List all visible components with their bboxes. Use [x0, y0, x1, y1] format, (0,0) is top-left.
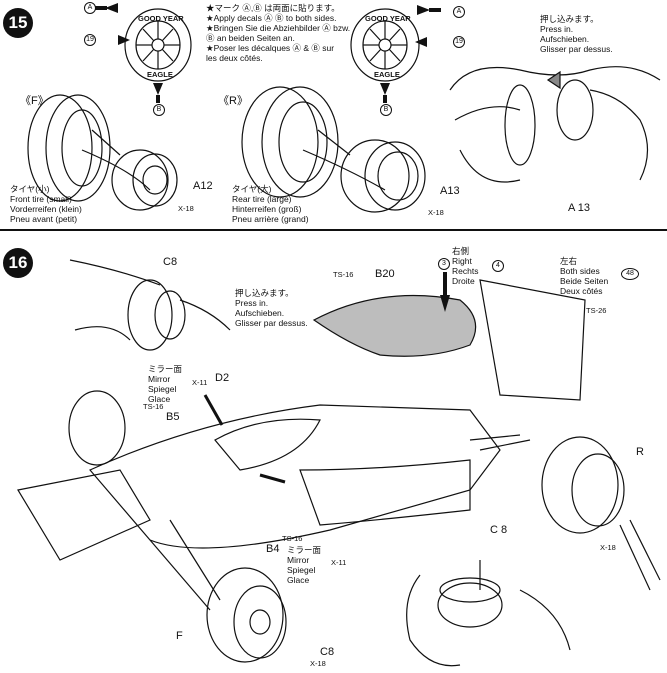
decal-19-marker-left: 19: [84, 34, 96, 46]
screw-x18-label-right: X-18: [600, 543, 616, 552]
tire-decal-view-right: [350, 8, 420, 82]
tire-eagle-left: EAGLE: [147, 70, 173, 79]
rear-tire-caption: タイヤ(大) Rear tire (large) Hinterreifen (g…: [232, 184, 309, 224]
part-c8-label-top: C8: [163, 256, 178, 268]
press-in-caption-16: 押し込みます。 Press in. Aufschieben. Glisser p…: [235, 288, 308, 328]
front-tire-assembly: [27, 94, 178, 211]
hand-press-illustration: [449, 66, 661, 183]
screw-x18-label-front: X-18: [178, 204, 194, 213]
screw-x18-label-rear: X-18: [428, 208, 444, 217]
step-15-badge: 15: [3, 8, 33, 38]
paint-ts26-label: TS-26: [586, 306, 607, 315]
paint-x11-label-bottom: X-11: [331, 558, 347, 567]
mirror-caption-bottom: ミラー面 Mirror Spiegel Glace: [287, 545, 322, 585]
part-a12-label: A12: [193, 180, 213, 192]
decal-instruction-de-2: Ⓑ an beiden Seiten an.: [206, 33, 295, 43]
ref-3-marker: 3: [438, 258, 450, 270]
part-b4-label: B4: [266, 543, 280, 555]
part-a13-label-inset: A 13: [568, 202, 591, 214]
front-wheel-f-label: F: [176, 630, 183, 642]
both-sides-caption: 左右 Both sides Beide Seiten Deux côtés: [560, 256, 609, 296]
ref-4-marker: 4: [492, 260, 504, 272]
step-16-badge: 16: [3, 248, 33, 278]
decal-19-marker-right: 19: [453, 36, 465, 48]
decal-a-marker-left: A: [84, 2, 96, 14]
part-b20-label: B20: [375, 268, 395, 280]
tire-brand-left: GOOD YEAR: [138, 14, 184, 23]
decal-instruction-jp: ★マーク Ⓐ,Ⓑ は両面に貼ります。: [206, 3, 340, 13]
decal-b-marker-right: B: [380, 104, 392, 116]
rear-tire-assembly: [241, 86, 426, 213]
rear-wheel-inset: [406, 519, 661, 667]
decal-a-marker-right: A: [453, 6, 465, 18]
part-a13-label: A13: [440, 185, 460, 197]
screw-x18-label-bottom: X-18: [310, 659, 326, 668]
paint-ts16-label-top: TS-16: [333, 270, 354, 279]
tire-decal-view-left: [124, 8, 192, 82]
part-d2-label: D2: [215, 372, 230, 384]
rear-wheel-r-label: R: [636, 446, 644, 458]
decal-b-marker-left: B: [153, 104, 165, 116]
press-in-caption-15: 押し込みます。 Press in. Aufschieben. Glisser p…: [540, 14, 613, 54]
paint-ts16-label-bottom: TS-16: [282, 534, 303, 543]
race-car-body: [17, 279, 625, 663]
mirror-caption-top: ミラー面 Mirror Spiegel Glace: [148, 364, 183, 404]
right-side-caption: 右側 Right Rechts Droite: [452, 246, 479, 286]
decal-instruction-fr-1: ★Poser les décalques Ⓐ & Ⓑ sur: [206, 43, 335, 53]
part-c8-label-right: C 8: [490, 524, 508, 536]
decal-instruction-de-1: ★Bringen Sie die Abziehbilder Ⓐ bzw.: [206, 23, 351, 33]
decal-instruction-fr-2: les deux côtés.: [206, 53, 263, 63]
front-wheel-inset: [69, 259, 231, 351]
part-c8-label-bottom: C8: [320, 646, 335, 658]
paint-ts16-label-mirror: TS-16: [143, 402, 164, 411]
front-tire-caption: タイヤ(小) Front tire (small) Vorderreifen (…: [10, 184, 82, 224]
rear-label: 《R》: [218, 95, 248, 107]
part-b5-label: B5: [166, 411, 180, 423]
ref-48-marker: 48: [621, 268, 639, 280]
decal-instruction-en: ★Apply decals Ⓐ Ⓑ to both sides.: [206, 13, 337, 23]
tire-brand-right: GOOD YEAR: [365, 14, 411, 23]
paint-x11-label-top: X-11: [192, 378, 208, 387]
front-label: 《F》: [20, 95, 49, 107]
tire-eagle-right: EAGLE: [374, 70, 400, 79]
